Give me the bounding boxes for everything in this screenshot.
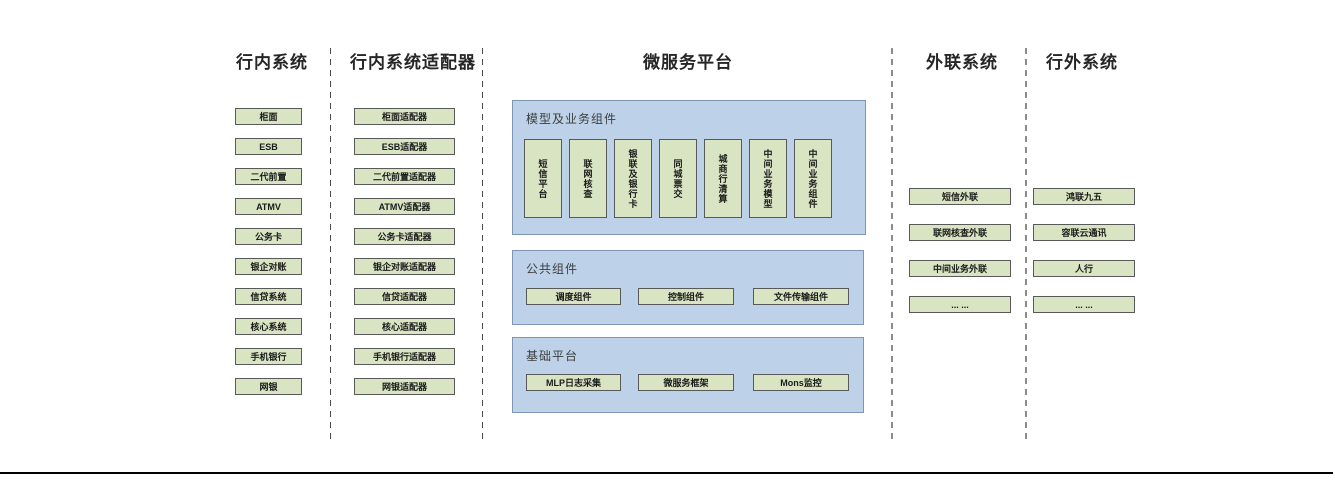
internal-system-box: 网银 [235,378,302,395]
adapter-box: 二代前置适配器 [354,168,455,185]
adapter-box: 公务卡适配器 [354,228,455,245]
outbound-system-box: 短信外联 [909,188,1011,205]
internal-system-box: 二代前置 [235,168,302,185]
internal-system-box: 柜面 [235,108,302,125]
outbound-system-box: ... ... [909,296,1011,313]
adapter-box: 信贷适配器 [354,288,455,305]
platform-component-box: 中间业务模型 [749,139,787,218]
section-common-components: 公共组件 调度组件 控制组件 文件传输组件 [512,250,864,325]
platform-component-box: 银联及银行卡 [614,139,652,218]
column-divider-3 [891,48,893,443]
platform-component-box: 联网核查 [569,139,607,218]
column-title-outbound-systems: 外联系统 [926,53,998,72]
section-base-platform: 基础平台 MLP日志采集 微服务框架 Mons监控 [512,337,864,413]
platform-component-box: 同城票交 [659,139,697,218]
column-title-microservice-platform: 微服务平台 [643,53,733,72]
internal-system-box: 核心系统 [235,318,302,335]
internal-system-box: 信贷系统 [235,288,302,305]
external-system-box: 人行 [1033,260,1135,277]
internal-system-box: ESB [235,138,302,155]
column-title-external-systems: 行外系统 [1046,53,1118,72]
column-divider-2 [482,48,483,443]
column-divider-1 [330,48,331,443]
bottom-rule [0,472,1333,474]
external-system-box: 鸿联九五 [1033,188,1135,205]
outbound-system-box: 中间业务外联 [909,260,1011,277]
base-platform-box: Mons监控 [753,374,849,391]
section-model-business-components: 模型及业务组件 短信平台 联网核查 银联及银行卡 同城票交 城商行清算 中间业务… [512,100,866,235]
platform-component-box: 中间业务组件 [794,139,832,218]
adapter-box: 银企对账适配器 [354,258,455,275]
section-label: 基础平台 [526,349,579,363]
common-component-box: 调度组件 [526,288,621,305]
common-component-box: 控制组件 [638,288,734,305]
platform-component-box: 城商行清算 [704,139,742,218]
external-system-box: ... ... [1033,296,1135,313]
internal-system-box: 公务卡 [235,228,302,245]
external-system-box: 容联云通讯 [1033,224,1135,241]
column-title-adapters: 行内系统适配器 [350,53,476,72]
base-platform-box: MLP日志采集 [526,374,621,391]
column-divider-4 [1025,48,1027,443]
common-component-box: 文件传输组件 [753,288,849,305]
adapter-box: 网银适配器 [354,378,455,395]
section-label: 模型及业务组件 [526,112,618,126]
column-title-internal-systems: 行内系统 [236,53,308,72]
outbound-system-box: 联网核查外联 [909,224,1011,241]
adapter-box: 手机银行适配器 [354,348,455,365]
platform-component-box: 短信平台 [524,139,562,218]
adapter-box: 核心适配器 [354,318,455,335]
internal-system-box: 手机银行 [235,348,302,365]
base-platform-box: 微服务框架 [638,374,734,391]
internal-system-box: 银企对账 [235,258,302,275]
section-label: 公共组件 [526,262,579,276]
internal-system-box: ATMV [235,198,302,215]
adapter-box: ESB适配器 [354,138,455,155]
adapter-box: 柜面适配器 [354,108,455,125]
adapter-box: ATMV适配器 [354,198,455,215]
